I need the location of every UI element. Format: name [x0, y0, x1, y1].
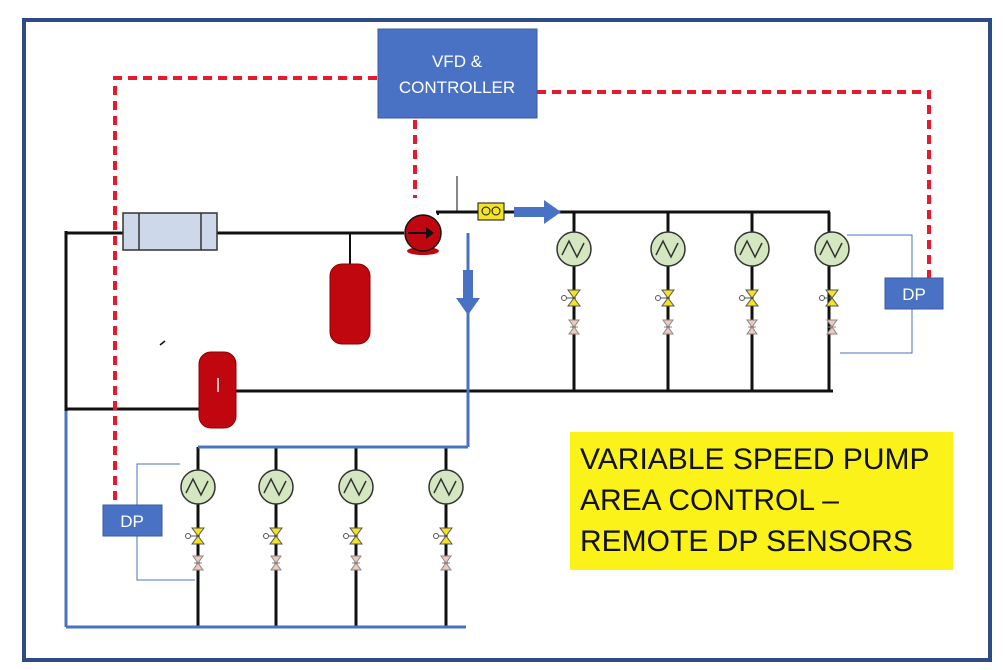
balancing-valve-icon [746, 319, 758, 335]
balancing-valve-icon [440, 555, 452, 571]
flow-arrow-right [514, 200, 561, 224]
vfd-controller-box: VFD & CONTROLLER [377, 28, 538, 119]
coil-icon [734, 231, 770, 267]
coil-icon [650, 231, 686, 267]
balancing-valve-icon [270, 555, 282, 571]
coil-icon [180, 469, 216, 505]
coil-icon [814, 231, 850, 267]
control-valve-icon [433, 527, 453, 545]
title-line1: VARIABLE SPEED PUMP [580, 443, 930, 476]
coil-icon [428, 469, 464, 505]
balancing-valve-icon [350, 555, 362, 571]
coil-icon [258, 469, 294, 505]
control-valve-icon [263, 527, 283, 545]
balancing-valve-icon [568, 319, 580, 335]
coil-icon [338, 469, 374, 505]
dp-sensor-left: DP [102, 504, 163, 537]
diagram-frame [22, 18, 992, 662]
control-valve-icon [343, 527, 363, 545]
title-line3: REMOTE DP SENSORS [580, 525, 913, 558]
control-signal-lines [113, 76, 931, 500]
title-line2: AREA CONTROL – [580, 484, 839, 517]
balancing-valve-icon [826, 319, 838, 335]
balancing-valve-icon [192, 555, 204, 571]
buffer-tank-icon [198, 351, 237, 429]
coil-bank-right [556, 231, 850, 335]
control-valve-icon [739, 289, 759, 307]
dp-sensor-right: DP [884, 277, 944, 310]
controller-label-line2: CONTROLLER [399, 78, 515, 97]
title-box: VARIABLE SPEED PUMP AREA CONTROL – REMOT… [570, 432, 953, 570]
dp-sensor-left-label: DP [120, 512, 144, 531]
heat-exchanger-icon [122, 212, 218, 251]
expansion-tank-icon [329, 263, 371, 345]
blue-return-piping [64, 233, 470, 629]
controller-label-line1: VFD & [432, 52, 483, 71]
control-valve-icon [561, 289, 581, 307]
control-valve-icon [655, 289, 675, 307]
control-valve-icon [185, 527, 205, 545]
flow-meter-icon [477, 202, 505, 221]
dp-sensor-right-label: DP [902, 285, 926, 304]
control-valve-icon [819, 289, 839, 307]
coil-icon [556, 231, 592, 267]
flow-arrow-down [456, 270, 480, 315]
pump-icon [404, 210, 456, 255]
coil-bank-left [180, 469, 464, 571]
balancing-valve-icon [662, 319, 674, 335]
